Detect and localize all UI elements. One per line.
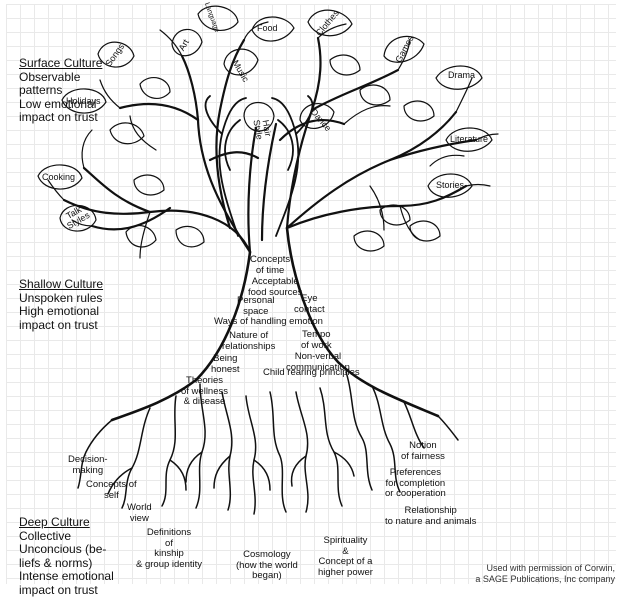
deep-spirituality: Spirituality & Concept of a higher power <box>318 535 373 578</box>
leaf-literature: Literature <box>450 134 489 144</box>
tree-roots <box>77 371 459 515</box>
leaf-food: Food <box>257 23 278 33</box>
leaf-drama: Drama <box>448 70 476 80</box>
shallow-concepts-of-time: Concepts of time <box>250 254 291 276</box>
shallow-being-honest: Being honest <box>211 353 240 375</box>
shallow-culture-description: Unspoken rules High emotional impact on … <box>19 290 103 332</box>
shallow-child-rearing-principles: Child rearing principles <box>263 367 360 378</box>
leaf-stories: Stories <box>436 180 465 190</box>
deep-relationship-to-nature: Relationship to nature and animals <box>385 505 477 527</box>
deep-world-view: World view <box>127 502 152 524</box>
tree-leaves <box>37 5 493 252</box>
hands-in-tree <box>204 95 314 237</box>
surface-culture-title: Surface Culture <box>19 56 103 70</box>
leaf-holidays: Holidays <box>66 96 101 106</box>
leaf-hair-style: Hair Style <box>251 118 274 141</box>
deep-culture-title: Deep Culture <box>19 515 90 529</box>
deep-notion-of-fairness: Notion of fairness <box>401 440 445 462</box>
deep-culture-description: Collective Unconcious (be- liefs & norms… <box>19 528 114 597</box>
deep-preferences-completion-cooperation: Preferences for completion or cooperatio… <box>385 467 446 499</box>
tree-trunk <box>110 226 440 422</box>
tree-branches <box>62 36 478 254</box>
shallow-eye-contact: Eye contact <box>294 293 325 315</box>
shallow-culture-title: Shallow Culture <box>19 277 104 291</box>
deep-definitions-of-kinship: Definitions of kinship & group identity <box>136 527 203 570</box>
credit-text: Used with permission of Corwin, a SAGE P… <box>475 563 615 584</box>
deep-decision-making: Decision- making <box>68 454 108 476</box>
shallow-personal-space: Personal space <box>237 295 275 317</box>
shallow-acceptable-food-sources: Acceptable food sources <box>248 276 303 298</box>
deep-concepts-of-self: Concepts of self <box>86 479 137 501</box>
shallow-ways-of-handling-emotion: Ways of handling emotion <box>214 316 323 327</box>
deep-cosmology: Cosmology (how the world began) <box>236 549 298 581</box>
shallow-tempo-of-work: Tempo of work <box>301 329 332 351</box>
shallow-theories-of-wellness: Theories of wellness & disease <box>181 375 228 407</box>
surface-culture-description: Observable patterns Low emotional impact… <box>19 69 98 124</box>
leaf-cooking: Cooking <box>42 172 76 182</box>
shallow-nature-of-relationships: Nature of relationships <box>222 330 276 352</box>
canopy-twigs <box>47 21 499 259</box>
shallow-non-verbal-communication: Non-verbal communication <box>286 351 350 373</box>
